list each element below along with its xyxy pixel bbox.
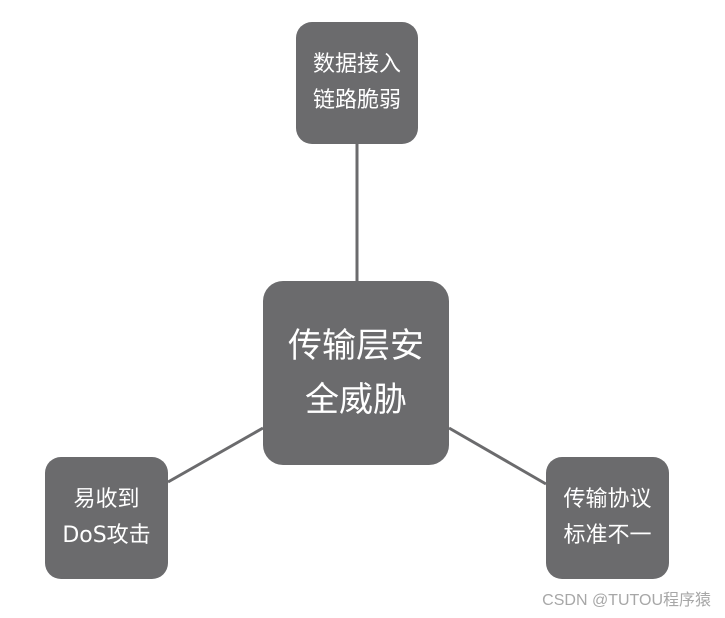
watermark-text: CSDN @TUTOU程序猿 — [542, 592, 711, 609]
node-center-line-1: 传输层安 — [288, 326, 424, 366]
connector-center-right — [448, 426, 547, 486]
node-top-line-2: 链路脆弱 — [312, 88, 401, 113]
node-left-line-2: DoS攻击 — [62, 523, 151, 548]
node-right-line-1: 传输协议 — [563, 487, 652, 512]
node-protocol-standard-inconsistency: 传输协议 标准不一 — [546, 457, 669, 579]
node-top-line-1: 数据接入 — [312, 52, 401, 77]
node-data-access-link-weakness: 数据接入 链路脆弱 — [296, 22, 418, 144]
connector-center-left — [167, 426, 264, 484]
node-transport-layer-security-threats: 传输层安 全威胁 — [263, 281, 449, 465]
node-dos-attack-susceptibility: 易收到 DoS攻击 — [45, 457, 168, 579]
node-left-line-1: 易收到 — [73, 487, 140, 512]
node-center-line-2: 全威胁 — [305, 380, 407, 420]
node-right-line-2: 标准不一 — [563, 523, 652, 548]
